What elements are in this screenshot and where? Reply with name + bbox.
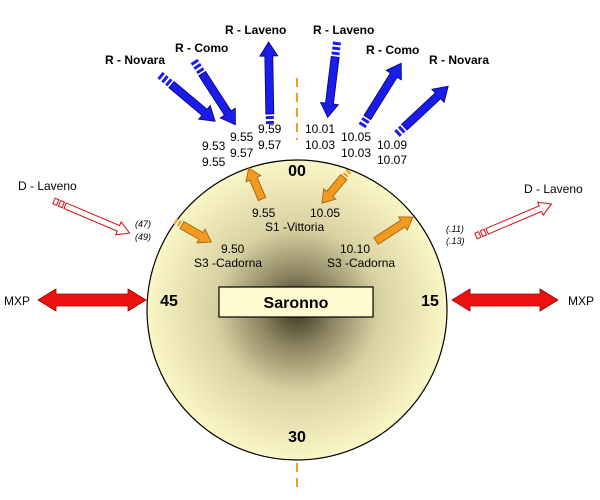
- regional-arrow-novara-left: [157, 71, 216, 122]
- time-right-4: 10.03: [305, 138, 335, 152]
- regional-label-laveno-left: R - Laveno: [225, 23, 286, 37]
- d-laveno-arrow-left: [52, 197, 131, 236]
- time-right-1: 10.01: [305, 122, 335, 136]
- s3-left-label: S3 -Cadorna: [194, 256, 262, 270]
- time-left-4: 9.55: [202, 155, 226, 169]
- suburban-arrow-s1-in: [321, 169, 352, 204]
- time-left-1: 9.53: [202, 139, 226, 153]
- regional-arrow-como-left: [190, 58, 236, 126]
- time-left-5: 9.57: [230, 146, 254, 160]
- s1-time-b: 10.05: [310, 206, 340, 220]
- regional-label-novara-right: R - Novara: [429, 53, 489, 67]
- d-laveno-time-left-2: (49): [135, 232, 151, 242]
- d-laveno-arrow-right: [474, 201, 553, 240]
- time-left-6: 9.57: [258, 138, 282, 152]
- s1-label: S1 -Vittoria: [265, 220, 324, 234]
- minute-30: 30: [288, 429, 306, 446]
- d-laveno-time-right-1: (.11): [446, 224, 464, 234]
- regional-label-laveno-right: R - Laveno: [313, 23, 374, 37]
- s3-right-label: S3 -Cadorna: [327, 256, 395, 270]
- time-left-2: 9.55: [230, 130, 254, 144]
- suburban-arrow-s3-right: [373, 216, 414, 245]
- time-right-3: 10.09: [377, 138, 407, 152]
- regional-arrow-como-right: [358, 62, 402, 129]
- d-laveno-time-left-1: (47): [135, 219, 151, 229]
- regional-arrow-novara-right: [394, 85, 449, 137]
- d-laveno-label-left: D - Laveno: [18, 179, 77, 193]
- suburban-arrow-s3-left: [173, 218, 212, 244]
- station-box: [218, 286, 374, 318]
- mxp-label-left: MXP: [4, 294, 30, 308]
- time-left-3: 9.59: [258, 122, 282, 136]
- regional-arrow-laveno-left: [259, 41, 279, 125]
- d-laveno-time-right-2: (.13): [446, 236, 465, 246]
- minute-00: 00: [288, 163, 306, 180]
- s3-left-time: 9.50: [221, 242, 245, 256]
- s3-right-time: 10.10: [340, 242, 370, 256]
- regional-label-como-left: R - Como: [175, 41, 228, 55]
- minute-15: 15: [421, 293, 439, 310]
- suburban-arrow-s1-out: [245, 167, 267, 202]
- regional-label-como-right: R - Como: [366, 43, 419, 57]
- regional-label-novara-left: R - Novara: [105, 53, 165, 67]
- regional-arrow-laveno-right: [319, 41, 341, 119]
- mxp-arrow-left: [37, 288, 147, 312]
- d-laveno-label-right: D - Laveno: [524, 182, 583, 196]
- time-right-6: 10.07: [377, 153, 407, 167]
- time-right-5: 10.03: [341, 146, 371, 160]
- minute-45: 45: [160, 293, 178, 310]
- mxp-label-right: MXP: [568, 294, 594, 308]
- mxp-arrow-right: [451, 288, 559, 312]
- station-name: Saronno: [264, 295, 329, 312]
- s1-time-a: 9.55: [252, 206, 276, 220]
- time-right-2: 10.05: [341, 130, 371, 144]
